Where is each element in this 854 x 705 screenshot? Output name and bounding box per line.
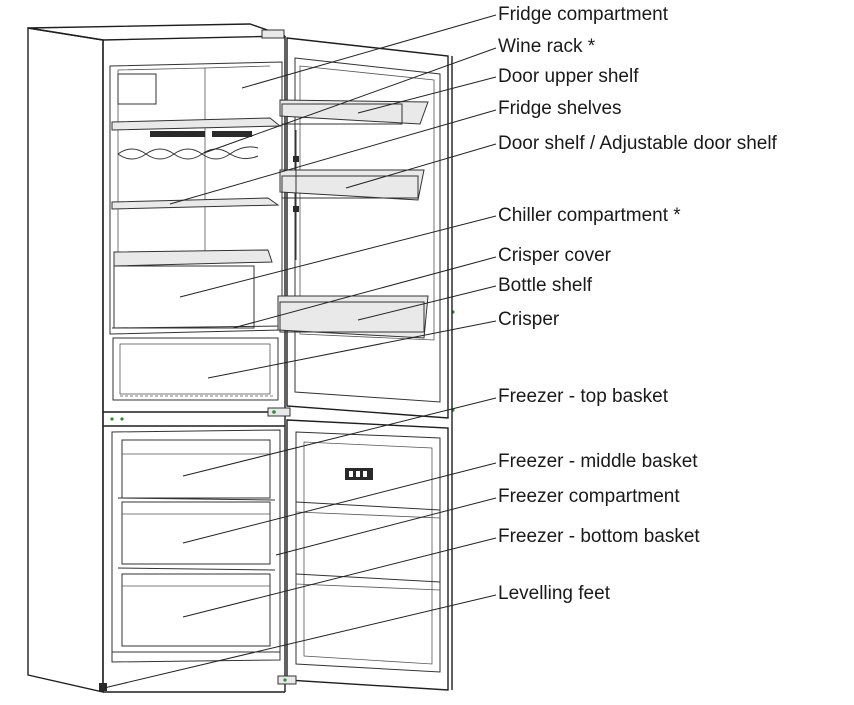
label-chiller-compartment: Chiller compartment * [498, 205, 681, 226]
label-freezer-bottom-basket: Freezer - bottom basket [498, 526, 700, 547]
leader-freezer-compartment [275, 497, 497, 556]
freezer-door [277, 419, 449, 691]
leader-fridge-shelves [169, 109, 497, 205]
leader-door-shelf [345, 143, 497, 189]
leader-freezer-bottom-basket [182, 537, 497, 618]
leader-levelling-feet [103, 594, 497, 689]
label-fridge-compartment: Fridge compartment [498, 4, 669, 25]
label-door-upper-shelf: Door upper shelf [498, 66, 639, 87]
label-freezer-top-basket: Freezer - top basket [498, 386, 669, 407]
label-door-shelf: Door shelf / Adjustable door shelf [498, 133, 777, 154]
fridge-door [267, 37, 455, 690]
label-fridge-shelves: Fridge shelves [498, 98, 622, 119]
leader-lines [103, 14, 497, 689]
label-crisper: Crisper [498, 309, 560, 330]
leader-crisper [207, 320, 497, 379]
leader-freezer-top-basket [182, 397, 497, 477]
label-freezer-compartment: Freezer compartment [498, 486, 680, 507]
label-levelling-feet: Levelling feet [498, 583, 610, 604]
leader-bottle-shelf [357, 285, 497, 321]
leader-wine-rack [203, 47, 497, 154]
label-bottle-shelf: Bottle shelf [498, 275, 592, 296]
wine-rack-drawing [117, 146, 259, 160]
cabinet [27, 23, 286, 693]
leader-fridge-compartment [241, 14, 497, 89]
label-crisper-cover: Crisper cover [498, 245, 611, 266]
leader-freezer-middle-basket [182, 462, 497, 544]
leader-crisper-cover [232, 256, 497, 329]
label-freezer-middle-basket: Freezer - middle basket [498, 451, 698, 472]
leader-chiller-compartment [179, 215, 497, 298]
leader-door-upper-shelf [357, 76, 497, 114]
label-wine-rack: Wine rack * [498, 36, 596, 57]
